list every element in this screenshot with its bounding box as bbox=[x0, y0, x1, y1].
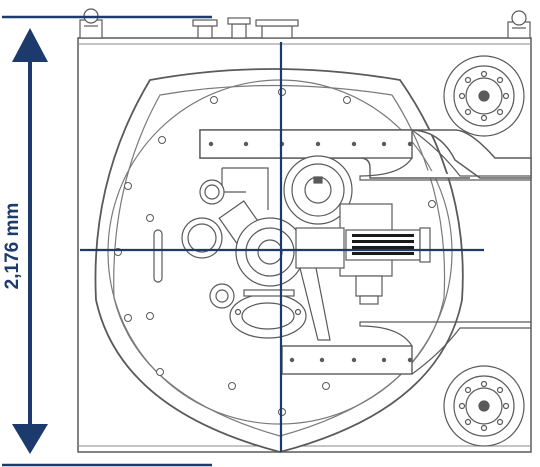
upper-hinge-arm bbox=[199, 129, 532, 179]
top-right-lifting-eye bbox=[507, 10, 531, 39]
dimension-label: 2,176 mm bbox=[2, 203, 23, 290]
drive-motor bbox=[295, 203, 431, 305]
top-valve-fittings bbox=[192, 17, 299, 39]
upper-hinge-wheel bbox=[443, 55, 525, 137]
lower-hinge-sweep bbox=[359, 321, 531, 375]
lower-hinge-wheel bbox=[443, 365, 525, 447]
lower-hinge-bolts bbox=[289, 357, 413, 363]
top-left-lifting-eye bbox=[79, 8, 103, 39]
dimension-label-backdrop bbox=[4, 176, 22, 316]
dimension-arrow-up-icon bbox=[12, 28, 48, 62]
upper-hinge-sweep bbox=[359, 129, 531, 181]
upper-hinge-bar bbox=[199, 129, 413, 159]
lower-hinge-bar bbox=[281, 345, 413, 375]
dimension-arrow-down-icon bbox=[12, 424, 48, 454]
sight-slot bbox=[153, 229, 163, 283]
drive-sprocket bbox=[283, 155, 353, 225]
pressure-gauge bbox=[199, 167, 269, 210]
